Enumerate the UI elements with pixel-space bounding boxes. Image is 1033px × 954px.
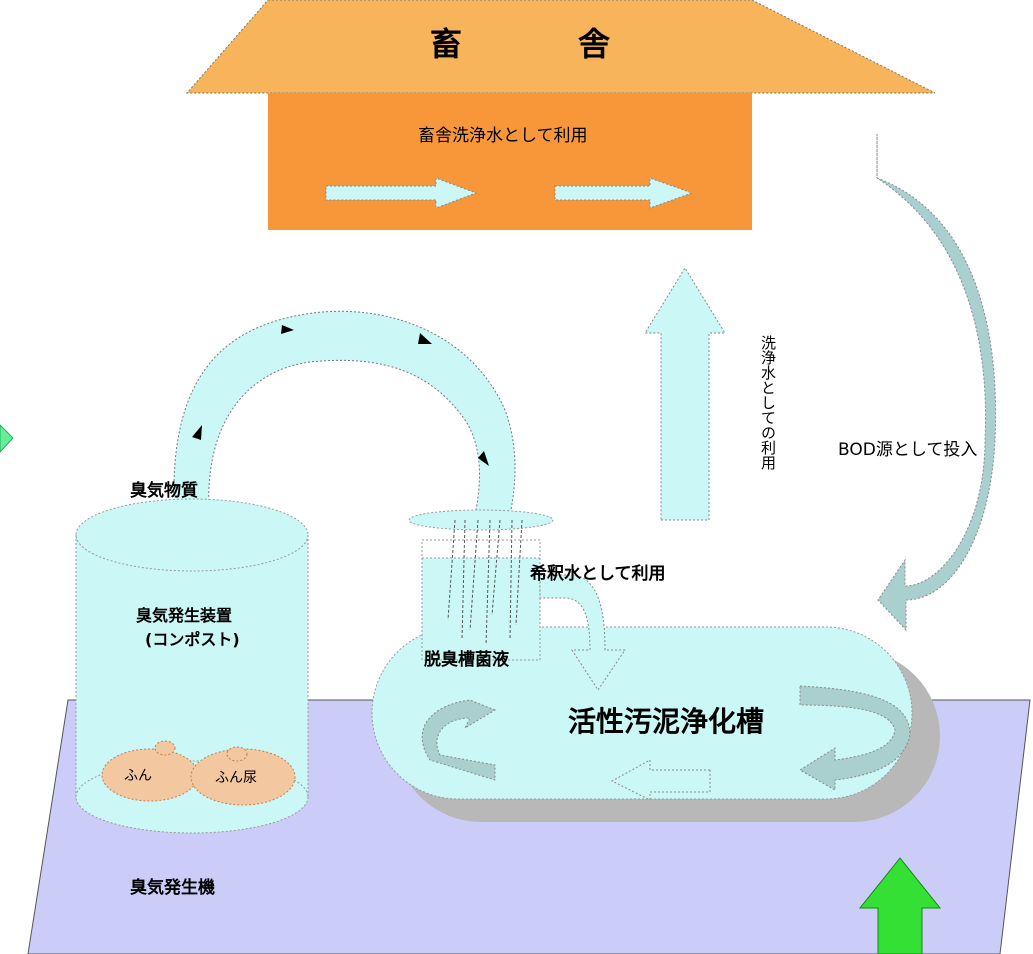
bod-source-label: BOD源として投入 xyxy=(838,440,978,460)
activated-sludge-label: 活性汚泥浄化槽 xyxy=(568,705,765,738)
manure-pile-2 xyxy=(190,746,296,806)
dilution-water-arrow xyxy=(539,574,626,691)
barn-title-char-1: 畜 xyxy=(430,25,463,63)
barn-flow-arrow-2 xyxy=(554,177,694,209)
dilution-water-label: 希釈水として利用 xyxy=(530,564,666,584)
inflow-green-arrow xyxy=(858,857,942,954)
barn-wall xyxy=(268,93,752,230)
barn-usage-label: 畜舎洗浄水として利用 xyxy=(418,126,588,146)
left-edge-green-arrow xyxy=(0,424,14,453)
feces-urine-label: ふん尿 xyxy=(215,770,257,786)
circulation-arrow-bottom xyxy=(610,759,711,801)
circulation-arrow-right xyxy=(799,685,911,791)
compost-label: (コンポスト) xyxy=(145,630,240,649)
barn-flow-arrow-1 xyxy=(325,177,478,209)
odor-substance-label: 臭気物質 xyxy=(130,481,198,501)
wash-water-label: 洗浄水としての利用 xyxy=(759,335,777,470)
deodor-tank xyxy=(408,509,554,661)
manure-pile-1 xyxy=(101,740,199,802)
odor-device-label: 臭気発生装置 xyxy=(136,606,233,625)
wash-water-up-arrow xyxy=(644,267,726,521)
sludge-tank xyxy=(371,626,913,800)
circulation-arrow-left xyxy=(421,699,497,781)
barn-roof xyxy=(185,0,936,94)
feces-label: ふん xyxy=(124,768,152,784)
arch-direction-markers xyxy=(192,325,489,466)
barn-title-char-2: 舎 xyxy=(578,25,611,63)
odor-generator-label: 臭気発生機 xyxy=(130,878,215,898)
bod-curved-arrow xyxy=(876,134,997,632)
odor-arch-arrow xyxy=(173,310,516,526)
deodor-liquid-label: 脱臭槽菌液 xyxy=(424,650,509,670)
